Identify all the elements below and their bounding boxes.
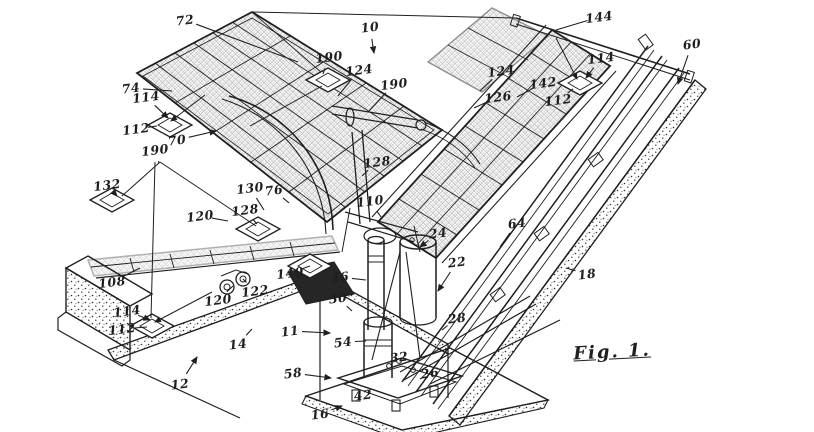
ref-numeral-60: 60 <box>681 35 703 53</box>
arc-track <box>221 95 334 235</box>
leader-line-42 <box>369 388 372 391</box>
pipe <box>331 105 481 225</box>
leader-line-112 <box>133 326 148 329</box>
leader-line-126 <box>473 101 488 109</box>
leader-line-60 <box>677 55 689 86</box>
ref-numeral-26: 26 <box>419 364 441 382</box>
leader-line-32 <box>390 362 393 365</box>
leader-line-110 <box>376 210 382 218</box>
right-panel <box>371 7 617 264</box>
ref-numeral-28: 28 <box>446 309 468 327</box>
leader-line-120 <box>211 217 229 222</box>
leader-line-122 <box>242 278 247 283</box>
leader-line-18 <box>565 267 576 272</box>
leader-line-130 <box>255 197 265 211</box>
leader-line-124 <box>337 78 352 97</box>
leader-line-128 <box>252 218 258 225</box>
leader-line-76 <box>282 197 290 204</box>
ref-numeral-11: 11 <box>279 322 301 340</box>
ref-numeral-72: 72 <box>174 11 196 29</box>
ref-numeral-76: 76 <box>263 181 285 199</box>
leader-line-64 <box>499 232 511 248</box>
ref-numeral-12: 12 <box>169 375 191 393</box>
ref-numeral-54: 54 <box>332 333 354 351</box>
leader-lines <box>110 19 689 412</box>
jack-assembly <box>335 234 561 412</box>
leader-line-58 <box>304 373 333 381</box>
tie-lines <box>121 37 578 323</box>
ref-numeral-14: 14 <box>227 335 249 353</box>
leader-line-54 <box>354 340 367 343</box>
top-bar <box>509 13 695 84</box>
leader-line-108 <box>122 267 141 278</box>
leader-line-12 <box>185 356 198 375</box>
leader-line-112 <box>567 88 574 94</box>
ref-numeral-32: 32 <box>388 348 410 366</box>
leader-line-10 <box>369 38 377 55</box>
leader-line-22 <box>437 271 451 292</box>
ramp-track <box>401 33 707 426</box>
ref-numeral-22: 22 <box>446 253 468 271</box>
leader-line-120 <box>226 285 234 293</box>
ref-numeral-64: 64 <box>506 214 528 232</box>
leader-line-132 <box>110 188 118 197</box>
support-arm <box>86 235 341 295</box>
leader-line-144 <box>555 19 588 31</box>
pad <box>234 216 282 242</box>
leader-line-46 <box>351 277 367 281</box>
leader-line-140 <box>301 265 311 270</box>
leader-line-74 <box>142 88 173 92</box>
ref-numeral-42: 42 <box>352 386 374 404</box>
ref-numeral-18: 18 <box>576 265 598 283</box>
pad <box>88 187 136 213</box>
leader-line-124 <box>479 78 493 92</box>
leader-line-190 <box>367 92 387 113</box>
ref-numeral-10: 10 <box>359 18 381 36</box>
leader-line-112 <box>147 125 158 128</box>
pad <box>304 67 352 93</box>
leader-line-114 <box>154 104 169 119</box>
leader-line-11 <box>301 329 332 336</box>
leader-line-190 <box>157 160 160 164</box>
ref-numeral-70: 70 <box>166 131 188 149</box>
ref-numeral-24: 24 <box>427 224 449 242</box>
leader-line-142 <box>516 88 533 98</box>
leader-line-72 <box>196 23 299 63</box>
leader-line-30 <box>346 305 353 312</box>
leader-line-70 <box>188 129 218 138</box>
ref-numeral-46: 46 <box>329 268 351 286</box>
leader-line-114 <box>585 67 595 79</box>
leader-line-128 <box>361 169 369 177</box>
leader-line-114 <box>138 314 152 321</box>
leader-line-190 <box>322 68 326 75</box>
leader-line-16 <box>331 405 344 412</box>
ref-numeral-58: 58 <box>282 364 304 382</box>
leader-line-26 <box>419 377 422 380</box>
figure-caption: Fig. 1. <box>572 339 652 365</box>
leader-line-28 <box>441 325 448 331</box>
leader-line-24 <box>419 239 429 248</box>
leader-line-14 <box>245 328 253 336</box>
ref-numeral-16: 16 <box>309 405 331 423</box>
ref-numeral-30: 30 <box>327 289 349 307</box>
